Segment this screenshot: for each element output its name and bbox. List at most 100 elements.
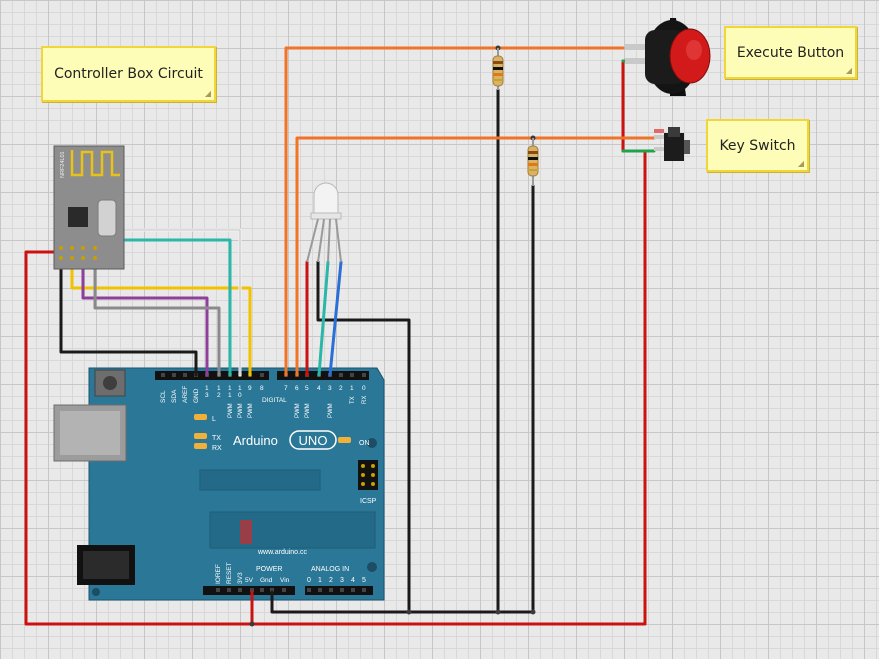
pin-label-tx: TX bbox=[350, 396, 356, 404]
header-pin[interactable] bbox=[351, 588, 355, 592]
antenna-trace bbox=[70, 150, 120, 177]
pwm-label: PWM bbox=[305, 403, 311, 418]
board-brand: Arduino bbox=[233, 433, 278, 448]
pin-label-6: 6 bbox=[295, 385, 299, 392]
header-pin[interactable] bbox=[339, 373, 343, 377]
wire-radio-gnd[interactable] bbox=[59, 262, 198, 377]
header-pin[interactable] bbox=[238, 588, 242, 592]
header-pin[interactable] bbox=[227, 588, 231, 592]
wire-gnd-bus[interactable] bbox=[270, 590, 535, 614]
resistor-execute[interactable] bbox=[492, 48, 504, 90]
header-pin[interactable] bbox=[307, 588, 311, 592]
wire-gnd-led[interactable] bbox=[316, 260, 411, 614]
digital-header-right bbox=[277, 371, 369, 380]
analog-pin-0: 0 bbox=[307, 577, 311, 584]
digital-label: DIGITAL bbox=[262, 397, 287, 404]
wire-radio-ce[interactable] bbox=[70, 260, 252, 377]
junctions bbox=[249, 45, 536, 627]
power-pin-gnd: Gnd bbox=[260, 577, 273, 584]
url-label: www.arduino.cc bbox=[257, 549, 308, 556]
analog-pin-4: 4 bbox=[351, 577, 355, 584]
wire-execute-signal[interactable] bbox=[284, 46, 625, 377]
header-pin[interactable] bbox=[250, 588, 254, 592]
pin-label-8: 8 bbox=[260, 385, 264, 392]
wire-led-blue[interactable] bbox=[328, 260, 343, 377]
execute-push-button[interactable] bbox=[625, 18, 711, 96]
radio-label: NRF24L01 bbox=[60, 151, 66, 178]
crystal bbox=[97, 199, 117, 237]
radio-pins bbox=[59, 246, 97, 260]
pin-label-7: 7 bbox=[284, 385, 288, 392]
header-pin[interactable] bbox=[161, 373, 165, 377]
resistor-key-switch[interactable] bbox=[527, 138, 539, 186]
header-pin[interactable] bbox=[270, 588, 274, 592]
header-pin[interactable] bbox=[362, 588, 366, 592]
microcontroller-chip bbox=[209, 511, 376, 549]
led-on bbox=[338, 437, 351, 443]
resize-grip-icon[interactable]: ◢ bbox=[797, 159, 804, 168]
header-pin[interactable] bbox=[260, 588, 264, 592]
pwm-label: PWM bbox=[328, 403, 334, 418]
header-pin[interactable] bbox=[183, 373, 187, 377]
led-tx-label: TX bbox=[212, 435, 221, 442]
analog-pin-1: 1 bbox=[318, 577, 322, 584]
header-pin[interactable] bbox=[318, 588, 322, 592]
pin-label-13: 1 bbox=[205, 385, 209, 392]
power-header bbox=[203, 586, 295, 595]
pin-label-1: 1 bbox=[350, 385, 354, 392]
resize-grip-icon[interactable]: ◢ bbox=[845, 66, 852, 75]
rgb-led[interactable] bbox=[306, 182, 342, 263]
header-pin[interactable] bbox=[216, 588, 220, 592]
digital-header-left bbox=[155, 371, 269, 380]
pin-label-11: 1 bbox=[228, 385, 232, 392]
led-l-label: L bbox=[212, 416, 216, 423]
power-pin-vin: Vin bbox=[280, 577, 290, 584]
on-label: ON bbox=[359, 440, 370, 447]
execute-button-note[interactable]: Execute Button ◢ bbox=[724, 26, 857, 79]
wire-key-signal[interactable] bbox=[295, 136, 656, 377]
analog-pin-2: 2 bbox=[329, 577, 333, 584]
wire-led-green[interactable] bbox=[317, 260, 330, 377]
pin-label-12: 1 bbox=[217, 385, 221, 392]
pin-label-10: 0 bbox=[238, 392, 242, 399]
title-note-text: Controller Box Circuit bbox=[54, 66, 203, 82]
pin-label-0: 0 bbox=[362, 385, 366, 392]
header-pin[interactable] bbox=[362, 373, 366, 377]
led-rx-label: RX bbox=[212, 445, 222, 452]
wire-radio-sck[interactable] bbox=[93, 256, 221, 377]
nrf24-radio-module[interactable]: NRF24L01 bbox=[53, 145, 125, 270]
power-pin-5v: 5V bbox=[245, 577, 254, 584]
header-pin[interactable] bbox=[350, 373, 354, 377]
pin-label-2: 2 bbox=[339, 385, 343, 392]
header-pin[interactable] bbox=[282, 588, 286, 592]
led-tx bbox=[194, 433, 207, 439]
wire-radio-mosi[interactable] bbox=[81, 258, 209, 377]
icsp-label: ICSP bbox=[360, 498, 377, 505]
title-note[interactable]: Controller Box Circuit ◢ bbox=[41, 46, 216, 102]
power-pin-ioref: IOREF bbox=[215, 564, 222, 584]
pin-label-sda: SDA bbox=[171, 389, 178, 403]
key-switch[interactable] bbox=[654, 127, 690, 161]
pin-label-9: 9 bbox=[248, 385, 252, 392]
key-switch-note[interactable]: Key Switch ◢ bbox=[706, 119, 809, 172]
pin-label-4: 4 bbox=[317, 385, 321, 392]
pin-label-12: 2 bbox=[217, 392, 221, 399]
header-pin[interactable] bbox=[340, 588, 344, 592]
mount-hole bbox=[367, 562, 377, 572]
pwm-label: PWM bbox=[295, 403, 301, 418]
header-pin[interactable] bbox=[172, 373, 176, 377]
pin-label-5: 5 bbox=[305, 385, 309, 392]
pin-label-13: 3 bbox=[205, 392, 209, 399]
led-l bbox=[194, 414, 207, 420]
pin-label-aref: AREF bbox=[182, 386, 189, 403]
resize-grip-icon[interactable]: ◢ bbox=[204, 89, 211, 98]
pin-label-rx: RX bbox=[362, 396, 368, 404]
mount-hole bbox=[367, 438, 377, 448]
radio-chip bbox=[68, 207, 88, 227]
header-pin[interactable] bbox=[260, 373, 264, 377]
header-pin[interactable] bbox=[329, 588, 333, 592]
arduino-uno-board[interactable]: Arduino UNO ON ICSP L TX RX DIGITAL www.… bbox=[53, 367, 385, 601]
board-model: UNO bbox=[299, 433, 328, 448]
pwm-label: PWM bbox=[228, 403, 234, 418]
